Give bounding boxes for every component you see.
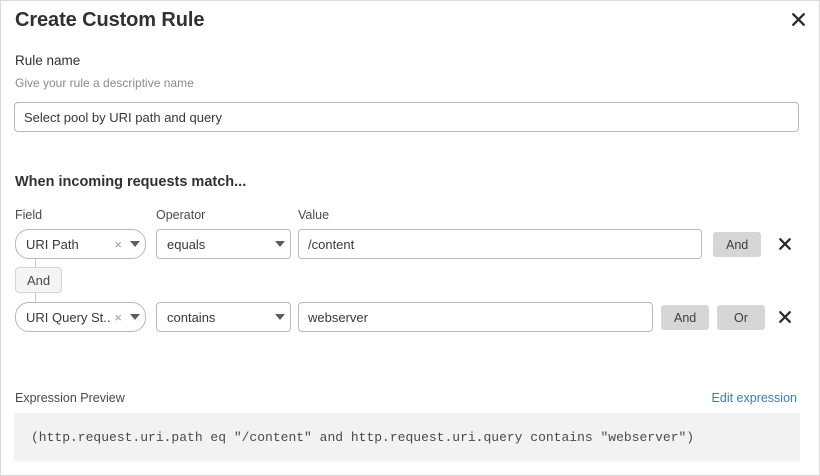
edit-expression-link[interactable]: Edit expression	[711, 391, 797, 405]
expression-preview-label: Expression Preview	[15, 391, 125, 405]
column-header-value: Value	[298, 208, 330, 222]
rule-name-input[interactable]	[14, 102, 799, 132]
operator-select-row-1[interactable]: equals	[156, 229, 291, 259]
clear-icon[interactable]: ×	[114, 236, 122, 252]
operator-select-row-1-value: equals	[167, 236, 206, 252]
conditions-heading: When incoming requests match...	[15, 174, 247, 190]
chevron-down-icon[interactable]	[125, 314, 145, 320]
field-select-row-1[interactable]: URI Path ×	[15, 229, 146, 259]
expression-preview-box: (http.request.uri.path eq "/content" and…	[14, 413, 800, 461]
field-select-row-2[interactable]: URI Query St... ×	[15, 302, 146, 332]
chevron-down-icon[interactable]	[270, 314, 290, 320]
expression-preview-text: (http.request.uri.path eq "/content" and…	[31, 429, 695, 445]
condition-connector-and[interactable]: And	[15, 267, 63, 293]
column-header-operator: Operator	[156, 208, 206, 222]
operator-select-row-2-value: contains	[167, 309, 216, 325]
value-input-row-1[interactable]	[298, 229, 702, 259]
chevron-down-icon[interactable]	[270, 241, 290, 247]
column-header-field: Field	[15, 208, 43, 222]
operator-select-row-2[interactable]: contains	[156, 302, 291, 332]
chevron-down-icon[interactable]	[125, 241, 145, 247]
clear-icon[interactable]: ×	[114, 309, 122, 325]
and-button-row-1[interactable]: And	[713, 232, 762, 257]
value-input-row-2[interactable]	[298, 302, 653, 332]
close-icon[interactable]	[787, 8, 809, 30]
or-button-row-2[interactable]: Or	[717, 305, 765, 330]
and-button-row-2[interactable]: And	[661, 305, 710, 330]
rule-name-label: Rule name	[15, 53, 81, 68]
field-select-row-1-value: URI Path	[26, 236, 79, 252]
delete-row-2-icon[interactable]	[775, 306, 795, 328]
field-select-row-2-value: URI Query St...	[26, 309, 112, 325]
page-title: Create Custom Rule	[15, 9, 205, 31]
delete-row-1-icon[interactable]	[775, 233, 795, 255]
rule-name-sublabel: Give your rule a descriptive name	[15, 76, 194, 90]
